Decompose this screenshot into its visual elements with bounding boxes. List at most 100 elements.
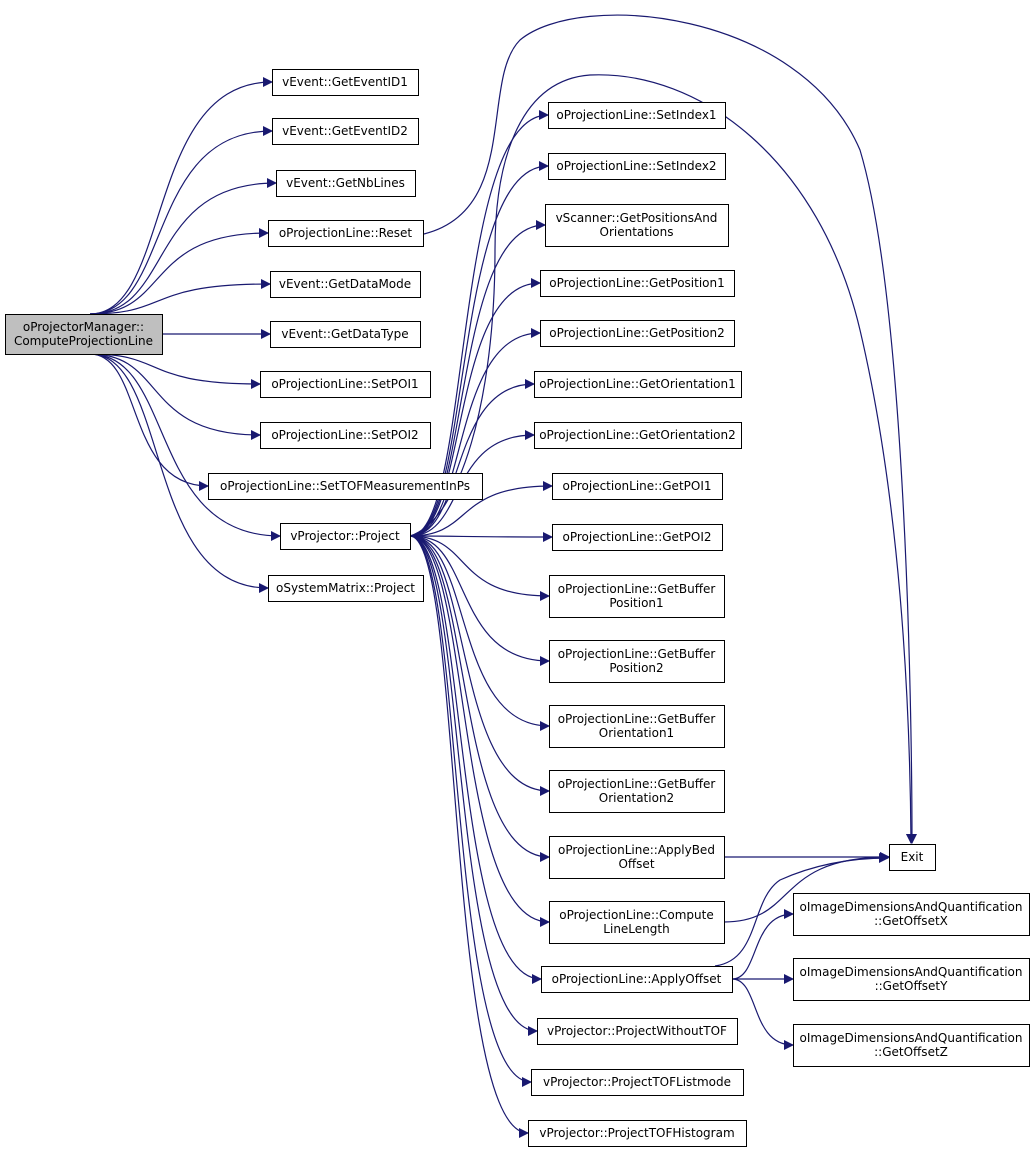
edge-vp_project-to-pl_applyoff <box>409 535 542 984</box>
node-label: ::GetOffsetY <box>875 979 949 993</box>
node-label: oProjectionLine::GetPOI2 <box>562 530 711 544</box>
edge-vp_project-to-pl_getpoi1 <box>409 481 553 537</box>
edges-layer <box>89 14 917 1138</box>
node-label: vProjector::ProjectWithoutTOF <box>547 1024 727 1038</box>
edge-root-to-ev_datamode <box>89 279 271 315</box>
node-label: oProjectionLine::Compute <box>559 908 714 922</box>
node-pl_getpos2[interactable]: oProjectionLine::GetPosition2 <box>540 320 735 347</box>
node-idq_x[interactable]: oImageDimensionsAndQuantification::GetOf… <box>793 893 1030 936</box>
node-pl_settof[interactable]: oProjectionLine::SetTOFMeasurementInPs <box>208 473 483 500</box>
node-ev_id1[interactable]: vEvent::GetEventID1 <box>272 69 419 96</box>
node-label: oImageDimensionsAndQuantification <box>800 1031 1023 1045</box>
node-pl_getori2[interactable]: oProjectionLine::GetOrientation2 <box>534 422 742 449</box>
node-box <box>528 1120 747 1147</box>
node-box <box>534 422 742 449</box>
node-label: Orientation1 <box>599 726 674 740</box>
node-label: oProjectionLine::GetOrientation2 <box>539 428 736 442</box>
node-box <box>534 371 742 398</box>
node-box <box>793 1024 1030 1067</box>
node-label: oProjectionLine::GetBuffer <box>558 647 716 661</box>
node-box <box>549 640 725 683</box>
node-label: oProjectionLine::SetPOI1 <box>271 377 418 391</box>
node-label: oProjectionLine::GetOrientation1 <box>539 377 736 391</box>
edge-pl_applyoff-to-idq_z <box>731 978 794 1050</box>
node-pl_getpoi2[interactable]: oProjectionLine::GetPOI2 <box>552 524 723 551</box>
node-label: ::GetOffsetX <box>874 914 948 928</box>
edge-root-to-pl_settof <box>89 353 209 491</box>
node-sm_project[interactable]: oSystemMatrix::Project <box>268 575 424 602</box>
node-box <box>280 523 411 550</box>
edge-pl_applyoff-to-exit <box>714 853 889 967</box>
edge-root-to-pl_reset <box>89 228 269 315</box>
node-idq_y[interactable]: oImageDimensionsAndQuantification::GetOf… <box>793 958 1030 1001</box>
node-box <box>272 69 419 96</box>
nodes-layer: oProjectorManager::ComputeProjectionLine… <box>5 69 1030 1147</box>
node-box <box>260 371 431 398</box>
node-ev_id2[interactable]: vEvent::GetEventID2 <box>272 118 419 145</box>
node-label: vProjector::ProjectTOFHistogram <box>539 1126 734 1140</box>
node-vp_tofhist[interactable]: vProjector::ProjectTOFHistogram <box>528 1120 747 1147</box>
node-pl_setpoi2[interactable]: oProjectionLine::SetPOI2 <box>260 422 431 449</box>
node-label: vEvent::GetDataMode <box>279 277 411 291</box>
node-pl_reset[interactable]: oProjectionLine::Reset <box>268 220 424 247</box>
node-label: oProjectionLine::GetPosition2 <box>549 326 725 340</box>
node-box <box>260 422 431 449</box>
node-box <box>270 271 421 298</box>
node-box <box>537 1018 738 1045</box>
node-box <box>549 836 725 879</box>
node-label: Exit <box>901 850 924 864</box>
edge-pl_reset-to-exit <box>423 14 917 844</box>
node-pl_setidx1[interactable]: oProjectionLine::SetIndex1 <box>548 102 726 129</box>
node-ev_datamode[interactable]: vEvent::GetDataMode <box>270 271 421 298</box>
node-exit[interactable]: Exit <box>889 844 936 871</box>
node-label: ComputeProjectionLine <box>14 334 153 348</box>
edge-vp_project-to-pl_bufpos2 <box>409 535 550 666</box>
node-idq_z[interactable]: oImageDimensionsAndQuantification::GetOf… <box>793 1024 1030 1067</box>
node-pl_getpoi1[interactable]: oProjectionLine::GetPOI1 <box>552 473 723 500</box>
node-box <box>540 270 735 297</box>
node-pl_setidx2[interactable]: oProjectionLine::SetIndex2 <box>548 153 726 180</box>
node-ev_nblines[interactable]: vEvent::GetNbLines <box>276 170 416 197</box>
node-ev_datatype[interactable]: vEvent::GetDataType <box>270 321 421 348</box>
edge-root-to-vp_project <box>89 353 281 541</box>
node-box <box>268 575 424 602</box>
node-vp_notof[interactable]: vProjector::ProjectWithoutTOF <box>537 1018 738 1045</box>
node-label: vEvent::GetEventID2 <box>282 124 408 138</box>
node-box <box>531 1069 744 1096</box>
node-vp_toflist[interactable]: vProjector::ProjectTOFListmode <box>531 1069 744 1096</box>
edge-vp_project-to-pl_getori1 <box>409 379 535 537</box>
node-label: vEvent::GetDataType <box>281 327 408 341</box>
node-label: Position2 <box>609 661 663 675</box>
node-pl_applyoff[interactable]: oProjectionLine::ApplyOffset <box>541 966 733 993</box>
node-root[interactable]: oProjectorManager::ComputeProjectionLine <box>5 314 163 355</box>
node-label: LineLength <box>603 922 669 936</box>
node-box <box>548 102 726 129</box>
edge-vp_project-to-pl_setidx1 <box>409 110 549 537</box>
node-label: oProjectionLine::ApplyBed <box>558 843 715 857</box>
edge-vp_project-to-pl_setidx2 <box>409 161 549 537</box>
node-pl_setpoi1[interactable]: oProjectionLine::SetPOI1 <box>260 371 431 398</box>
edge-vp_project-to-pl_getpoi2 <box>409 531 553 542</box>
node-pl_getori1[interactable]: oProjectionLine::GetOrientation1 <box>534 371 742 398</box>
node-box <box>793 958 1030 1001</box>
node-label: vScanner::GetPositionsAnd <box>556 211 718 225</box>
node-box <box>552 473 723 500</box>
node-label: oImageDimensionsAndQuantification <box>800 900 1023 914</box>
edge-pl_applyoff-to-idq_x <box>731 909 794 980</box>
node-label: oProjectionLine::GetPOI1 <box>562 479 711 493</box>
edge-vp_project-to-pl_bufori2 <box>409 535 550 796</box>
node-label: oProjectionLine::GetBuffer <box>558 777 716 791</box>
node-box <box>545 204 729 247</box>
node-label: oImageDimensionsAndQuantification <box>800 965 1023 979</box>
node-vp_project[interactable]: vProjector::Project <box>280 523 411 550</box>
node-pl_getpos1[interactable]: oProjectionLine::GetPosition1 <box>540 270 735 297</box>
node-label: oProjectorManager:: <box>23 320 144 334</box>
